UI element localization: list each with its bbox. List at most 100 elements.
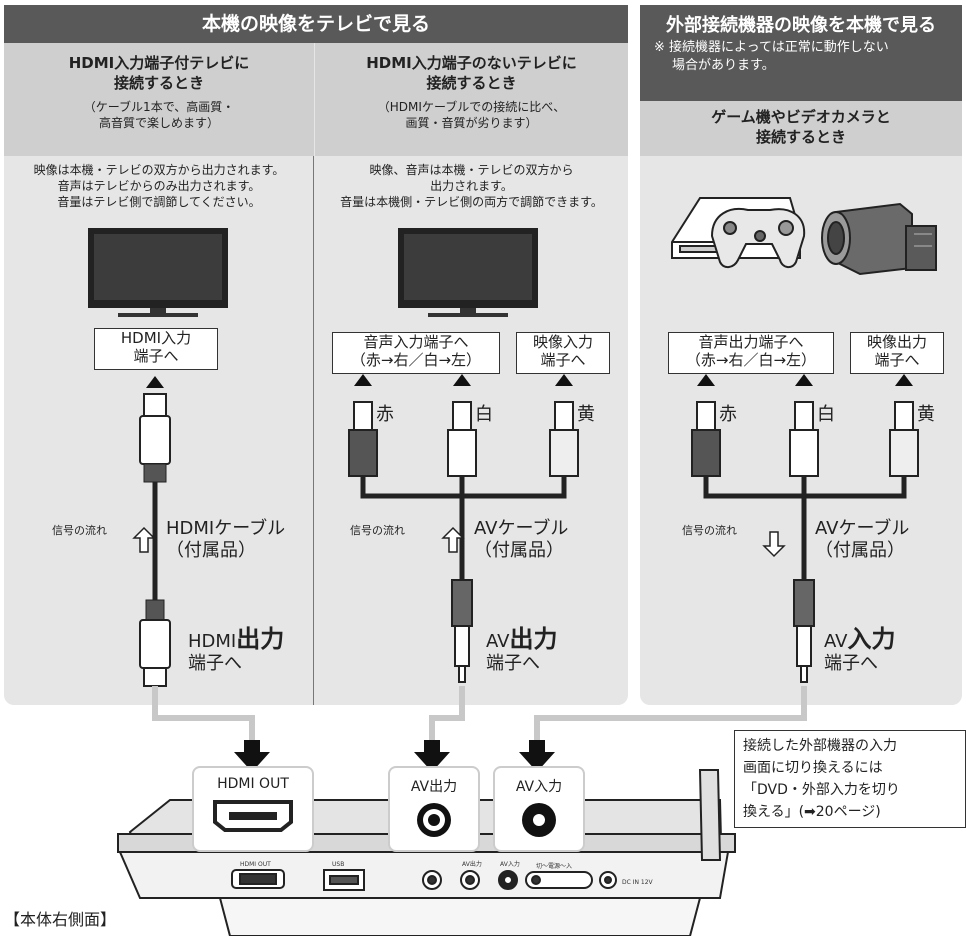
audio-output-box-line2: （赤→右／白→左） (685, 351, 817, 369)
small-hdmi-label: HDMI OUT (240, 861, 271, 868)
arrow-up-icon (895, 374, 913, 386)
small-av-in-label: AV入力 (500, 860, 520, 868)
route-line-hdmi (152, 686, 255, 752)
arrow-up-icon (146, 376, 164, 388)
hdmi-cable-name: HDMIケーブル (166, 518, 286, 539)
hdmi-tv-subheader: HDMI入力端子付テレビに 接続するとき （ケーブル1本で、高画質・ 高音質で楽… (4, 43, 314, 156)
hdmi-desc-line1: 映像は本機・テレビの双方から出力されます。 (33, 163, 285, 177)
av-desc-line3: 音量は本機側・テレビ側の両方で調節できます。 (340, 195, 603, 209)
av-in-port-label: AV入力 (515, 779, 563, 795)
hdmi-desc-line3: 音量はテレビ側で調節してください。 (57, 195, 261, 209)
note-line4: 換える」(➡20ページ) (743, 804, 881, 820)
hdmi-tv-title-line2: 接続するとき (113, 74, 204, 92)
rca-plugs-output (348, 401, 579, 683)
small-usb-label: USB (332, 861, 344, 868)
external-note-line1: ※ 接続機器によっては正常に動作しない (654, 40, 889, 55)
audio-input-box-line1: 音声入力端子へ (363, 333, 469, 351)
audio-input-target-box: 音声入力端子へ （赤→右／白→左） (332, 332, 500, 374)
av-tv-title-line2: 接続するとき (426, 74, 517, 92)
external-note-line2: 場合があります。 (672, 58, 775, 73)
signal-flow-label: 信号の流れ (682, 524, 737, 537)
av-out-port-label: AV出力 (410, 779, 458, 795)
yellow-plug-label: 黄 (577, 404, 595, 425)
hdmi-out-port-callout: HDMI OUT (192, 766, 314, 852)
white-plug-label: 白 (475, 404, 493, 425)
hdmi-tv-description: 映像は本機・テレビの双方から出力されます。 音声はテレビからのみ出力されます。 … (4, 162, 314, 210)
hdmi-out-prefix: HDMI (188, 631, 237, 652)
right-side-view-label: 【本体右側面】 (4, 910, 117, 929)
av-tv-title-line1: HDMI入力端子のないテレビに (366, 54, 577, 72)
hdmi-input-box-line1: HDMI入力 (120, 329, 192, 347)
video-output-box-line1: 映像出力 (866, 333, 927, 351)
hdmi-out-port-label: HDMI OUT (217, 776, 289, 792)
av-output-terminal-label: AV出力 端子へ (486, 625, 558, 675)
hdmi-input-target-box: HDMI入力 端子へ (94, 328, 218, 370)
power-switch (525, 871, 593, 889)
video-input-box-line1: 映像入力 (532, 333, 593, 351)
av-tv-sub-line2: 画質・音質が劣ります） (405, 116, 538, 130)
audio-input-box-line2: （赤→右／白→左） (350, 351, 482, 369)
signal-flow-label: 信号の流れ (52, 524, 107, 537)
arrow-up-icon (697, 374, 715, 386)
video-output-target-box: 映像出力 端子へ (850, 332, 944, 374)
tv-icon (88, 228, 228, 317)
av-in-line2: 端子へ (824, 653, 878, 674)
arrow-up-icon (453, 374, 471, 386)
video-camera-icon (821, 202, 937, 276)
av-out-prefix: AV (486, 631, 510, 652)
flow-up-arrow-icon (441, 526, 465, 553)
av-desc-line1: 映像、音声は本機・テレビの双方から (369, 163, 574, 177)
external-header-title: 外部接続機器の映像を本機で見る (666, 15, 936, 36)
hdmi-desc-line2: 音声はテレビからのみ出力されます。 (57, 179, 261, 193)
video-output-box-line2: 端子へ (874, 351, 920, 369)
red-plug-label: 赤 (376, 404, 394, 425)
external-title-line1: ゲーム機やビデオカメラと (711, 108, 891, 126)
av-cable-name: AVケーブル (815, 518, 910, 539)
arrow-up-icon (795, 374, 813, 386)
white-plug-label: 白 (817, 404, 835, 425)
av-out-line2: 端子へ (486, 653, 540, 674)
flow-up-arrow-icon (132, 526, 156, 553)
av-in-port-callout: AV入力 (493, 766, 585, 852)
hdmi-cable-icon (139, 393, 171, 687)
hdmi-tv-sub-line1: （ケーブル1本で、高画質・ (83, 100, 235, 114)
arrow-up-icon (354, 374, 372, 386)
tv-icon (398, 228, 538, 317)
av-in-jack-icon (522, 803, 556, 837)
red-plug-label: 赤 (719, 404, 737, 425)
video-input-target-box: 映像入力 端子へ (516, 332, 610, 374)
audio-output-target-box: 音声出力端子へ （赤→右／白→左） (668, 332, 834, 374)
note-line1: 接続した外部機器の入力 (743, 738, 897, 754)
route-line-av-out (429, 686, 465, 752)
hdmi-cable-accessory: （付属品） (166, 540, 256, 561)
av-tv-sub-line1: （HDMIケーブルでの接続に比べ、 (377, 100, 566, 114)
av-out-bold: 出力 (509, 625, 558, 653)
av-cable-accessory: （付属品） (815, 540, 905, 561)
hdmi-input-box-line2: 端子へ (133, 347, 179, 365)
video-input-box-line2: 端子へ (540, 351, 586, 369)
external-subheader: ゲーム機やビデオカメラと 接続するとき (640, 101, 962, 156)
small-av-out-label: AV出力 (462, 860, 482, 868)
av-tv-description: 映像、音声は本機・テレビの双方から 出力されます。 音量は本機側・テレビ側の両方… (315, 162, 628, 210)
arrow-up-icon (555, 374, 573, 386)
small-switch-label: 切～電源～入 (536, 862, 572, 870)
hdmi-out-line2: 端子へ (188, 653, 242, 674)
av-in-bold: 入力 (847, 625, 896, 653)
signal-flow-label: 信号の流れ (350, 524, 405, 537)
av-out-jack-icon (417, 803, 451, 837)
av-cable-name: AVケーブル (474, 518, 569, 539)
column-divider (313, 156, 314, 705)
note-line2: 画面に切り換えるには (743, 760, 883, 776)
arrow-down-icon (234, 740, 270, 772)
arrow-down-icon (519, 740, 555, 772)
av-desc-line2: 出力されます。 (430, 179, 513, 193)
external-title-line2: 接続するとき (755, 128, 846, 146)
audio-output-box-line1: 音声出力端子へ (698, 333, 804, 351)
hdmi-out-bold: 出力 (236, 625, 285, 653)
rca-plugs-input (691, 401, 919, 683)
av-in-prefix: AV (824, 631, 848, 652)
flow-down-arrow-icon (762, 531, 786, 558)
av-cable-accessory: （付属品） (474, 540, 564, 561)
hdmi-cable-label: HDMIケーブル （付属品） (166, 518, 285, 562)
av-tv-subheader: HDMI入力端子のないテレビに 接続するとき （HDMIケーブルでの接続に比べ、… (315, 43, 628, 156)
